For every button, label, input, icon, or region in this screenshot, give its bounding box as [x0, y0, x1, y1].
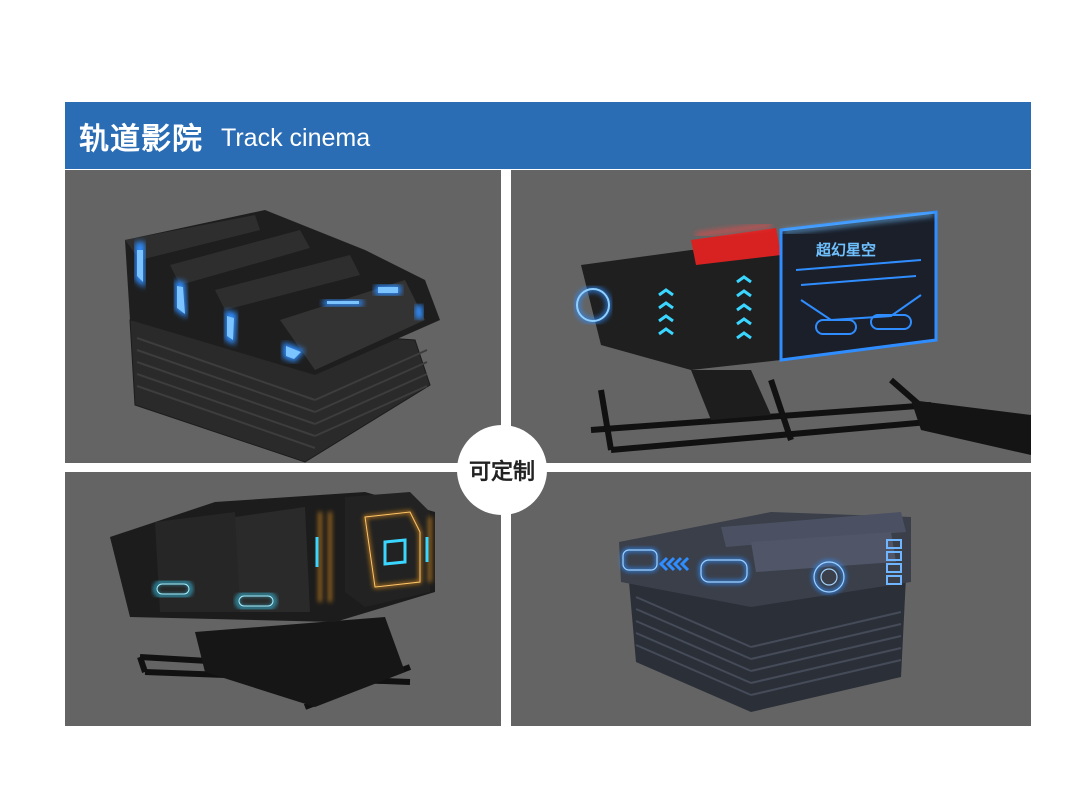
orange-seat-illustration: [110, 492, 435, 710]
seat-module-illustration: [125, 210, 440, 463]
title-chinese: 轨道影院: [79, 121, 203, 157]
image-panel-top-left: [65, 170, 501, 463]
header-bar: 轨道影院 Track cinema: [65, 102, 1031, 169]
title-english: Track cinema: [221, 124, 371, 152]
striped-seat-illustration: [619, 512, 911, 712]
screen-logo-text: 超幻星空: [815, 241, 876, 259]
image-panel-top-right: 超幻星空: [511, 170, 1031, 463]
customizable-badge: 可定制: [457, 425, 547, 515]
image-panel-bottom-right: [511, 472, 1031, 726]
seat-screen-illustration: 超幻星空: [575, 210, 1031, 455]
image-panel-bottom-left: [65, 472, 501, 726]
customizable-label: 可定制: [468, 460, 535, 485]
